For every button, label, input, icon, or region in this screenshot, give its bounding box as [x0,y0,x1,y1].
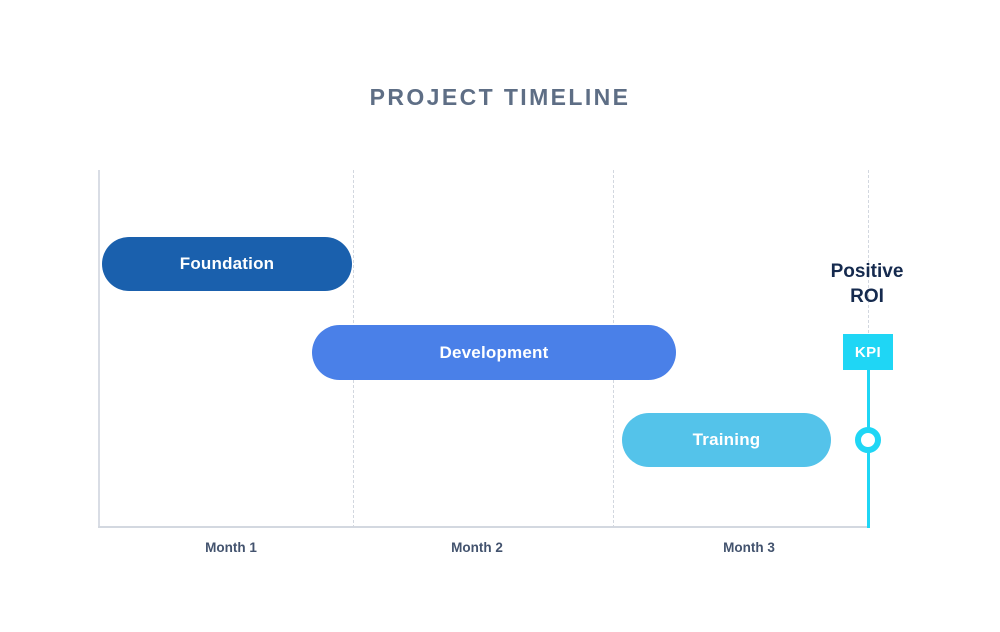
milestone-caption-line-2: ROI [850,286,884,308]
x-tick-label-month-2: Month 2 [451,540,503,555]
milestone-caption: Positive ROI [831,259,904,309]
task-bar-label: Training [692,430,761,449]
x-tick-label-month-3: Month 3 [723,540,775,555]
y-axis-line [98,170,100,528]
page-title: PROJECT TIMELINE [369,84,631,110]
task-bar-label: Foundation [179,254,275,273]
task-bar-foundation[interactable]: Foundation [102,237,352,291]
milestone-caption-line-1: Positive [830,261,904,282]
ring-marker-icon[interactable] [855,427,881,453]
task-bar-development[interactable]: Development [312,325,676,380]
x-axis-line [98,526,870,528]
kpi-badge[interactable]: KPI [843,334,893,370]
x-tick-label-month-1: Month 1 [205,540,257,555]
task-bar-label: Development [439,342,549,362]
task-bar-training[interactable]: Training [622,413,831,467]
